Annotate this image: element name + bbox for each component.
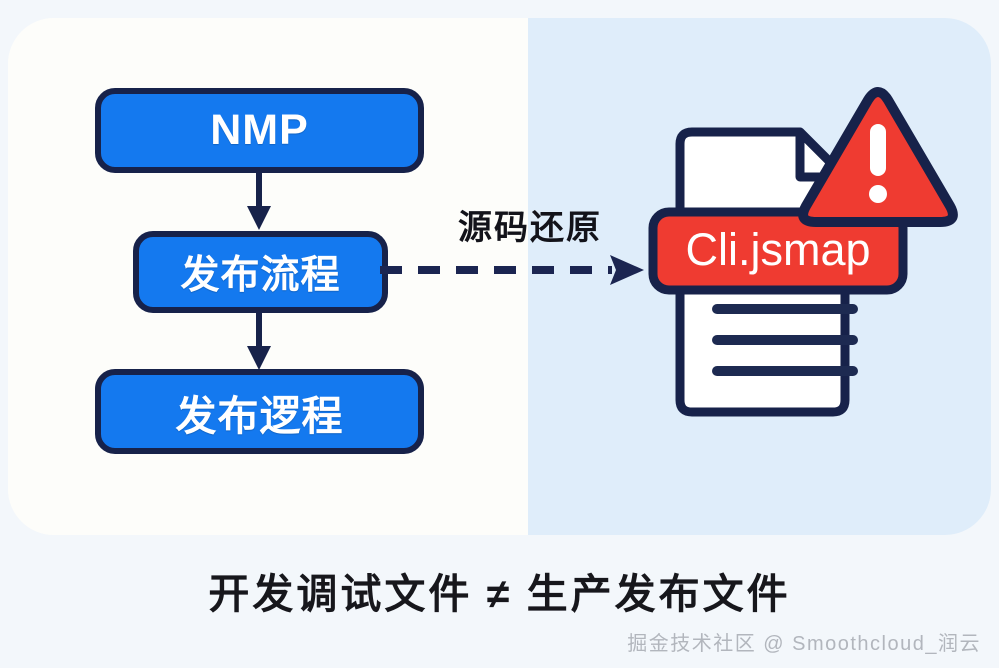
dashed-right-arrow-icon bbox=[380, 255, 644, 285]
flow-box-publish-process: 发布流程 bbox=[133, 231, 388, 313]
document-text-line bbox=[712, 366, 858, 376]
document-icon: Cli.jsmap bbox=[648, 87, 958, 417]
down-arrow-icon bbox=[247, 308, 271, 370]
document-text-line bbox=[712, 304, 858, 314]
file-label-banner bbox=[648, 207, 908, 295]
file-label-text: Cli.jsmap bbox=[685, 224, 870, 275]
warning-exclamation-bar bbox=[870, 124, 886, 176]
connector-label: 源码还原 bbox=[458, 209, 602, 247]
document-text-line bbox=[712, 335, 858, 345]
watermark: 掘金技术社区 @ Smoothcloud_润云 bbox=[627, 633, 981, 655]
flow-box-publish-logic: 发布逻程 bbox=[95, 369, 424, 454]
flow-box-nmp: NMP bbox=[95, 88, 424, 173]
page-caption: 开发调试文件 ≠ 生产发布文件 bbox=[208, 571, 791, 617]
flow-box-nmp-label: NMP bbox=[210, 106, 309, 154]
down-arrow-icon bbox=[247, 168, 271, 230]
warning-exclamation-dot bbox=[869, 185, 887, 203]
flow-box-publish-logic-label: 发布逻程 bbox=[175, 392, 344, 439]
flow-box-publish-process-label: 发布流程 bbox=[180, 254, 341, 297]
